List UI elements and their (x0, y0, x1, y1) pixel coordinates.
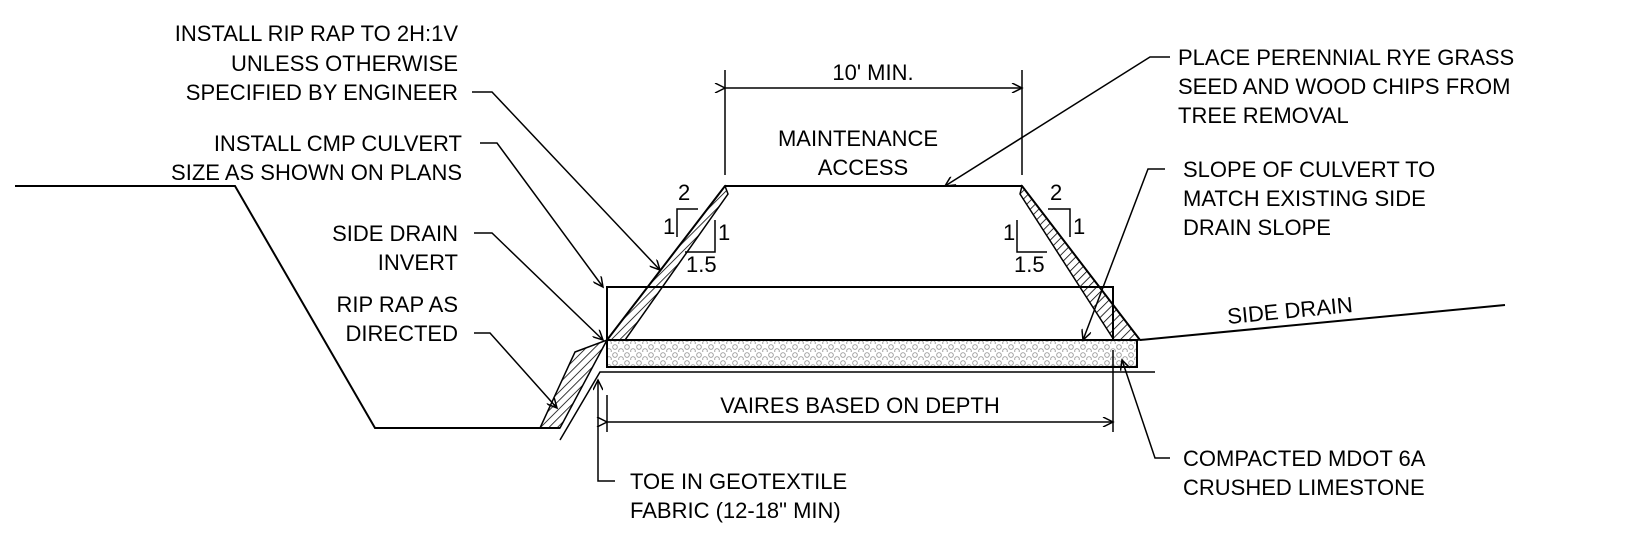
label-grass-seed-line3: TREE REMOVAL (1178, 103, 1349, 128)
label-top-width: 10' MIN. (832, 60, 913, 85)
label-culvert-slope-line1: SLOPE OF CULVERT TO (1183, 157, 1435, 182)
label-culvert-slope-line2: MATCH EXISTING SIDE (1183, 186, 1426, 211)
label-riprap-slope-line2: UNLESS OTHERWISE (231, 51, 458, 76)
label-maintenance-line1: MAINTENANCE (778, 126, 938, 151)
cmp-culvert (606, 286, 1114, 341)
slope-right-h: 2 (1050, 180, 1062, 205)
label-riprap-slope-line1: INSTALL RIP RAP TO 2H:1V (175, 21, 459, 46)
label-grass-seed-line1: PLACE PERENNIAL RYE GRASS (1178, 45, 1514, 70)
slope-right-v-inner: 1 (1003, 220, 1015, 245)
riprap-right-slope (1019, 184, 1142, 341)
label-grass-seed-line2: SEED AND WOOD CHIPS FROM (1178, 74, 1510, 99)
existing-ground-line (15, 185, 560, 429)
label-cmp-culvert-line1: INSTALL CMP CULVERT (214, 131, 462, 156)
slope-mark-left-inner (685, 220, 716, 253)
label-riprap-slope-line3: SPECIFIED BY ENGINEER (186, 80, 458, 105)
slope-mark-right-outer (1048, 208, 1071, 237)
leader-culvert-slope (1083, 168, 1165, 340)
label-side-drain-invert-line2: INVERT (378, 250, 458, 275)
riprap-left-slope (605, 184, 729, 341)
leader-cmp-culvert (480, 142, 603, 287)
slope-right-v-outer: 1 (1073, 214, 1085, 239)
slope-mark-left-outer (676, 208, 698, 237)
label-geotextile-line1: TOE IN GEOTEXTILE (630, 469, 847, 494)
side-drain-line (1139, 304, 1506, 341)
slope-left-v-outer: 1 (663, 214, 675, 239)
label-geotextile-line2: FABRIC (12-18" MIN) (630, 498, 841, 523)
leader-grass-seed (945, 56, 1170, 186)
slope-left-h: 2 (678, 180, 690, 205)
label-culvert-slope-line3: DRAIN SLOPE (1183, 215, 1331, 240)
label-riprap-directed-line2: DIRECTED (346, 321, 458, 346)
label-limestone-line2: CRUSHED LIMESTONE (1183, 475, 1425, 500)
riprap-toe (538, 338, 609, 429)
label-side-drain-invert-line1: SIDE DRAIN (332, 221, 458, 246)
label-riprap-directed-line1: RIP RAP AS (337, 292, 458, 317)
label-base-width: VAIRES BASED ON DEPTH (720, 393, 1000, 418)
leader-side-drain-invert (474, 232, 603, 340)
leader-riprap-directed (474, 332, 557, 408)
label-cmp-culvert-line2: SIZE AS SHOWN ON PLANS (171, 160, 462, 185)
slope-left-h-inner: 1.5 (686, 252, 717, 277)
label-maintenance-line2: ACCESS (818, 155, 908, 180)
slope-left-v-inner: 1 (718, 220, 730, 245)
leader-limestone (1122, 360, 1170, 459)
label-side-drain: SIDE DRAIN (1226, 292, 1354, 329)
slope-mark-right-inner (1016, 220, 1047, 253)
leader-riprap-slope (472, 91, 660, 270)
limestone-layer (606, 339, 1138, 368)
geotextile-fabric (559, 371, 1155, 441)
leader-geotextile (598, 380, 615, 482)
label-limestone-line1: COMPACTED MDOT 6A (1183, 446, 1426, 471)
slope-right-h-inner: 1.5 (1014, 252, 1045, 277)
